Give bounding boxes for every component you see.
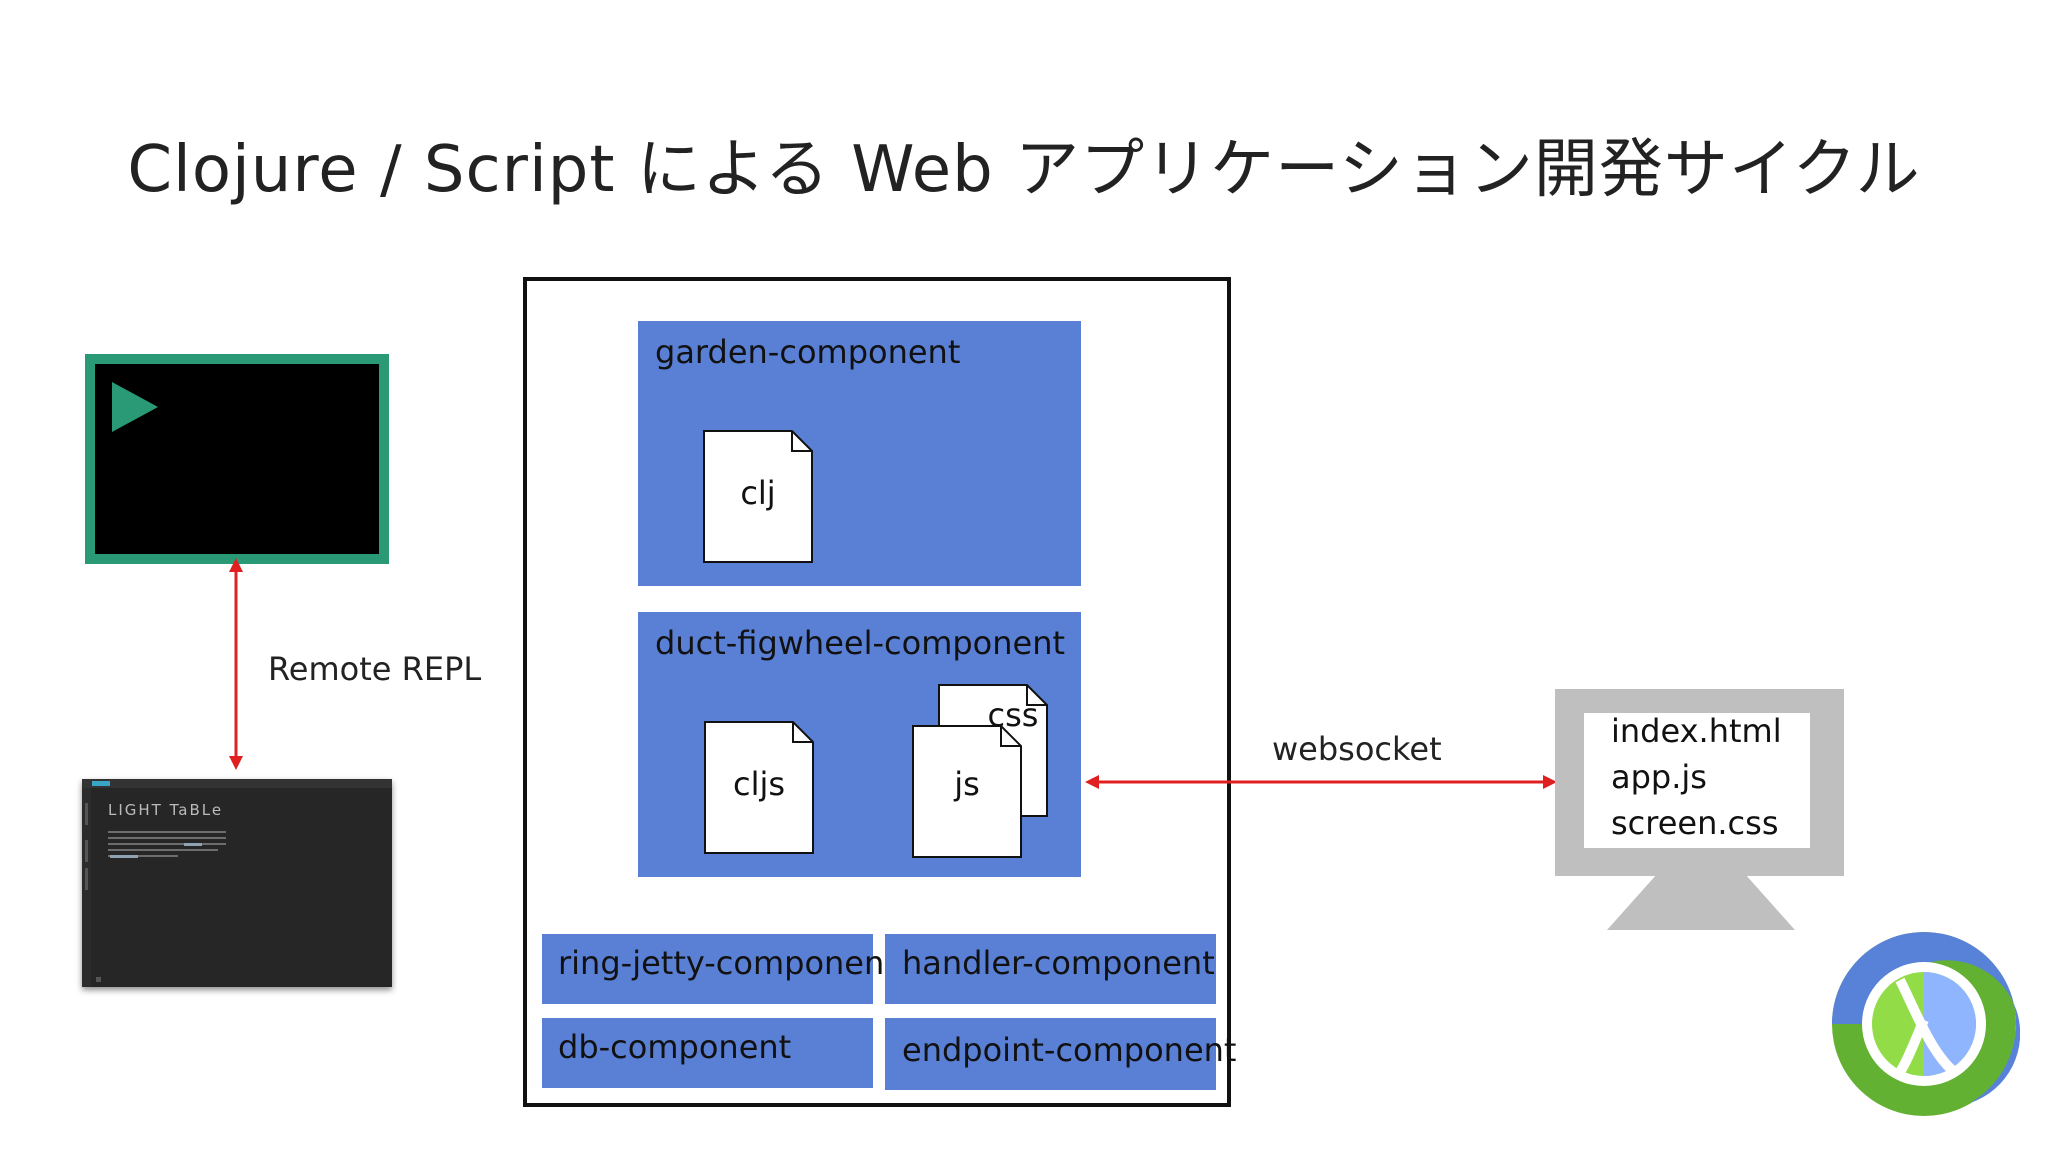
browser-file-app: app.js (1611, 758, 1707, 796)
editor-tab (92, 781, 110, 786)
browser-file-screen: screen.css (1611, 804, 1779, 842)
duct-figwheel-component-label: duct-figwheel-component (655, 624, 1066, 662)
cljs-file-icon: cljs (704, 721, 814, 854)
clj-file-icon: clj (703, 430, 813, 563)
handler-component-label: handler-component (902, 944, 1215, 982)
garden-component-label: garden-component (655, 333, 961, 371)
play-icon (112, 382, 158, 432)
db-component (542, 1018, 873, 1088)
browser-screen (1584, 713, 1810, 848)
light-table-logo: LIGHT TaBLe (108, 801, 224, 819)
editor-titlebar (82, 779, 392, 788)
websocket-label: websocket (1272, 730, 1442, 768)
browser-file-index: index.html (1611, 712, 1782, 750)
endpoint-component-label: endpoint-component (902, 1031, 1237, 1069)
ring-jetty-component (542, 934, 873, 1004)
terminal-window (85, 354, 389, 564)
light-table-editor: LIGHT TaBLe (82, 779, 392, 987)
remote-repl-arrow (229, 558, 243, 770)
clojure-logo (1832, 932, 2020, 1116)
remote-repl-label: Remote REPL (268, 650, 482, 688)
endpoint-component (885, 1018, 1216, 1090)
websocket-arrow (1085, 775, 1557, 789)
monitor-stand (1607, 874, 1795, 930)
js-file-icon: js (912, 725, 1022, 858)
db-component-label: db-component (558, 1028, 792, 1066)
editor-sidebar (82, 788, 91, 987)
slide-title: Clojure / Script による Web アプリケーション開発サイクル (127, 133, 1921, 207)
ring-jetty-component-label: ring-jetty-component (558, 944, 897, 982)
handler-component (885, 934, 1216, 1004)
